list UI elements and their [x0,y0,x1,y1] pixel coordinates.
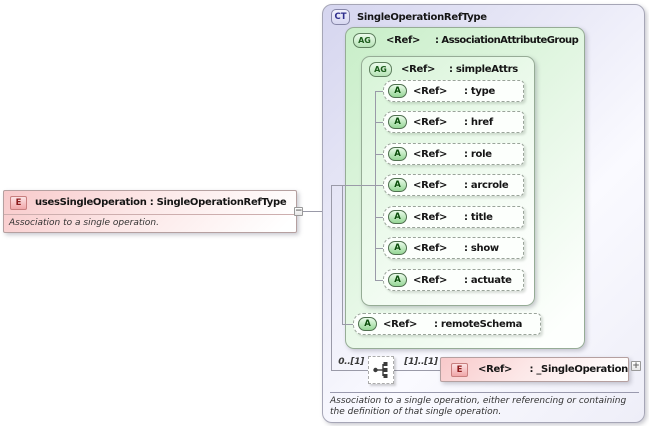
element-title: usesSingleOperation : SingleOperationRef… [35,197,287,208]
attribute-group-name: : AssociationAttributeGroup [435,35,579,46]
connector-line [376,248,383,249]
complex-type-annotation: Association to a single operation, eithe… [330,396,627,418]
attribute-ref: <Ref> [413,242,448,254]
attribute-group-icon: AG [369,62,392,77]
connector-line [376,217,383,218]
connector-line [376,154,383,155]
attribute-row-show[interactable]: A <Ref> : show [383,237,524,259]
attribute-icon: A [358,317,377,331]
connector-line [332,185,375,186]
attribute-row-href[interactable]: A <Ref> : href [383,111,524,133]
attribute-ref: <Ref> [413,116,448,128]
cardinality-label-right: [1]..[1] [404,357,438,367]
connector-line [376,280,383,281]
complex-type-title: SingleOperationRefType [357,11,487,23]
element-ref-label: <Ref> [478,364,513,375]
connector-line [394,370,440,371]
attribute-group-icon: AG [353,33,376,48]
attribute-name: : title [464,211,493,223]
attribute-icon: A [388,241,407,255]
attribute-icon: A [388,84,407,98]
element-icon: E [10,195,27,210]
attribute-icon: A [388,147,407,161]
attribute-ref: <Ref> [413,211,448,223]
attribute-icon: A [388,178,407,192]
attribute-ref: <Ref> [413,179,448,191]
cardinality-label-left: 0..[1] [338,357,364,367]
attribute-name: : remoteSchema [434,318,523,330]
simple-attrs-ref: <Ref> [401,64,436,75]
attribute-name: : show [464,242,499,254]
attribute-row-type[interactable]: A <Ref> : type [383,80,524,102]
connector-line [375,91,376,281]
attribute-ref: <Ref> [413,274,448,286]
connector-line [343,324,353,325]
attribute-icon: A [388,273,407,287]
attribute-icon: A [388,210,407,224]
single-operation-element-ref[interactable]: E <Ref> : _SingleOperation [440,357,629,382]
connector-line [376,185,383,186]
complex-type-icon: CT [331,9,350,25]
uses-single-operation-element[interactable]: E usesSingleOperation : SingleOperationR… [3,190,297,233]
attribute-name: : href [464,116,493,128]
attribute-row-remote-schema[interactable]: A <Ref> : remoteSchema [353,313,541,335]
annotation-separator [330,392,639,393]
element-icon: E [451,362,468,377]
attribute-row-title[interactable]: A <Ref> : title [383,206,524,228]
attribute-ref: <Ref> [383,318,418,330]
sequence-icon [368,356,394,384]
element-annotation: Association to a single operation. [9,218,159,228]
attribute-row-role[interactable]: A <Ref> : role [383,143,524,165]
connector-line [376,91,383,92]
attribute-row-arcrole[interactable]: A <Ref> : arcrole [383,174,524,196]
connector-line [332,370,368,371]
connector-line [303,211,331,212]
collapse-toggle[interactable]: − [294,206,303,216]
connector-line [331,185,332,371]
connector-line [376,122,383,123]
expand-toggle[interactable]: + [631,361,641,371]
attribute-ref: <Ref> [413,148,448,160]
attribute-ref: <Ref> [413,85,448,97]
attribute-name: : role [464,148,492,160]
connector-line [342,186,343,325]
attribute-icon: A [388,115,407,129]
attribute-name: : arcrole [464,179,509,191]
element-ref-name: : _SingleOperation [529,364,628,375]
attribute-name: : type [464,85,495,97]
attribute-name: : actuate [464,274,512,286]
simple-attrs-name: : simpleAttrs [449,64,518,75]
attribute-row-actuate[interactable]: A <Ref> : actuate [383,269,524,291]
attribute-group-ref: <Ref> [386,35,421,46]
sequence-glyph [373,362,388,378]
